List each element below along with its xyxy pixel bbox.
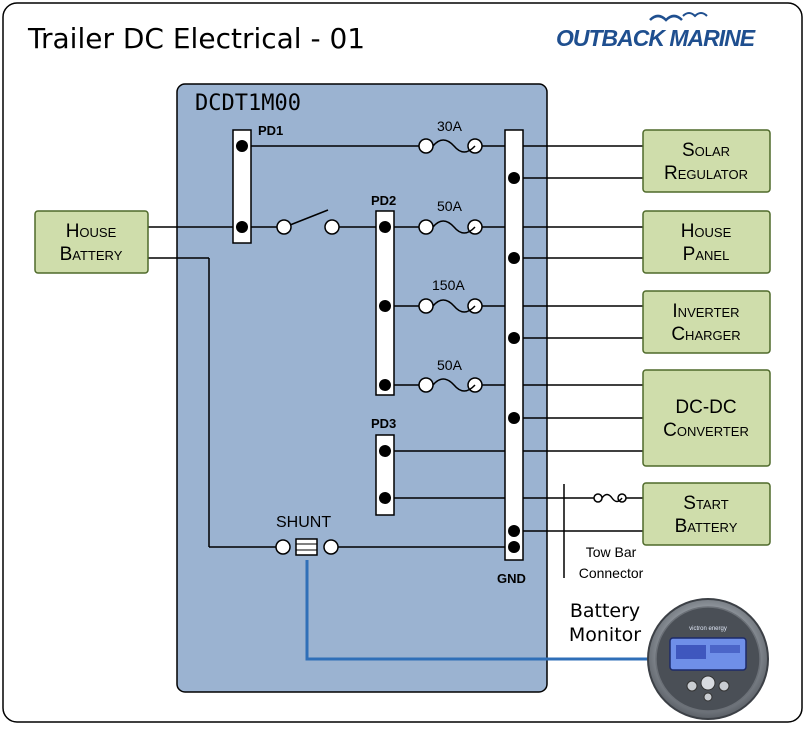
wires xyxy=(148,145,643,578)
gnd-busbar xyxy=(504,129,524,561)
bird-icon xyxy=(682,12,708,18)
monitor-button-right xyxy=(718,680,730,692)
house-panel-line2: Panel xyxy=(683,244,730,265)
page-title: Trailer DC Electrical - 01 xyxy=(27,22,365,55)
dcdc-converter-line2: Converter xyxy=(663,420,749,441)
shunt-label: SHUNT xyxy=(276,514,331,531)
battery-monitor-device: victron energy xyxy=(647,598,769,720)
shunt: SHUNT xyxy=(275,514,339,556)
enclosure-label: DCDT1M00 xyxy=(195,91,301,116)
battery-monitor-line1: Battery xyxy=(570,600,640,622)
pd2-label: PD2 xyxy=(371,193,396,208)
terminals xyxy=(236,140,520,553)
fuse-50a-dcdc-label: 50A xyxy=(437,357,463,373)
fuse-30a: 30A xyxy=(418,118,483,154)
inverter-charger-line1: Inverter xyxy=(672,301,739,322)
tow-bar-line2: Connector xyxy=(579,565,644,581)
solar-regulator-box: Solar Regulator xyxy=(642,129,771,193)
bird-icon xyxy=(649,14,683,22)
fuse-30a-label: 30A xyxy=(437,118,463,134)
house-battery-line1: House xyxy=(66,221,117,242)
house-battery-box: House Battery xyxy=(34,210,149,274)
monitor-button-left xyxy=(686,680,698,692)
start-battery-box: Start Battery xyxy=(642,482,771,546)
dcdc-converter-line1: DC-DC xyxy=(675,397,736,418)
fuse-50a-label: 50A xyxy=(437,198,463,214)
battery-monitor-line2: Monitor xyxy=(569,624,641,646)
pd3-label: PD3 xyxy=(371,416,396,431)
solar-regulator-line2: Regulator xyxy=(664,163,748,184)
monitor-cable xyxy=(305,560,660,661)
gnd-label: GND xyxy=(497,571,526,586)
logo-text: Outback Marine xyxy=(556,25,756,51)
pd1-busbar xyxy=(232,129,252,244)
enclosure xyxy=(176,83,548,693)
monitor-button-center xyxy=(700,675,716,691)
monitor-button-bottom xyxy=(703,692,713,702)
fuse-150a: 150A xyxy=(418,277,483,314)
outback-marine-logo: Outback Marine xyxy=(556,12,757,51)
inverter-charger-box: Inverter Charger xyxy=(642,290,771,354)
start-battery-line2: Battery xyxy=(675,516,738,537)
battery-switch xyxy=(276,219,340,235)
pd1-label: PD1 xyxy=(258,123,283,138)
solar-regulator-line1: Solar xyxy=(682,140,730,161)
inverter-charger-line2: Charger xyxy=(671,324,740,345)
tow-bar-line1: Tow Bar xyxy=(586,544,637,560)
house-panel-box: House Panel xyxy=(642,210,771,274)
start-battery-line1: Start xyxy=(683,493,728,514)
fuse-50a-dcdc: 50A xyxy=(418,357,483,393)
house-panel-line1: House xyxy=(681,221,732,242)
dcdc-converter-box: DC-DC Converter xyxy=(642,369,771,467)
house-battery-line2: Battery xyxy=(60,244,123,265)
monitor-brand: victron energy xyxy=(689,626,727,632)
fuse-start-battery xyxy=(593,493,627,503)
fuse-50a-house: 50A xyxy=(418,198,483,235)
fuse-150a-label: 150A xyxy=(432,277,465,293)
